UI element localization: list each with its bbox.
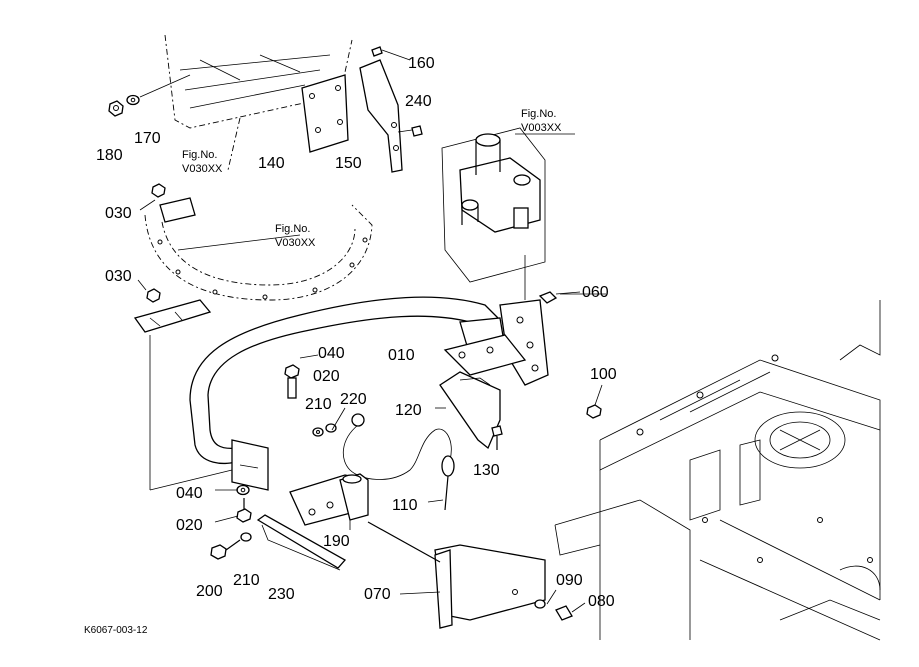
leader-lines xyxy=(137,199,606,613)
figure-ref-mid-line2: V030XX xyxy=(275,237,316,249)
drawing-code: K6067-003-12 xyxy=(84,625,148,636)
mower-deck xyxy=(554,300,881,641)
part-140-plate xyxy=(301,74,349,153)
bolt-020-lower xyxy=(236,498,252,523)
bolt-200 xyxy=(210,539,241,560)
part-150-bracket xyxy=(359,59,403,173)
washer-170 xyxy=(126,74,191,106)
part-120-bracket xyxy=(435,371,501,450)
callout-010: 010 xyxy=(388,347,415,364)
washer-220 xyxy=(325,423,337,433)
callout-110: 110 xyxy=(392,497,418,514)
callout-240: 240 xyxy=(405,93,432,110)
figure-ref-right-line2: V003XX xyxy=(521,122,562,134)
callout-220: 220 xyxy=(340,391,367,408)
callout-080: 080 xyxy=(588,593,615,610)
callout-160: 160 xyxy=(408,55,435,72)
callout-180: 180 xyxy=(96,147,123,164)
callout-130: 130 xyxy=(473,462,500,479)
washer-210-upper xyxy=(312,427,324,437)
callout-020-upper: 020 xyxy=(313,368,340,385)
callout-030-lower: 030 xyxy=(105,268,132,285)
bolt-080 xyxy=(555,605,573,621)
callout-090: 090 xyxy=(556,572,583,589)
callout-040-lower: 040 xyxy=(176,485,203,502)
figure-ref-top-line2: V030XX xyxy=(182,163,223,175)
callout-230: 230 xyxy=(268,586,295,603)
bolt-100 xyxy=(586,404,602,419)
figure-ref-right-line1: Fig.No. xyxy=(521,108,556,120)
callout-210-upper: 210 xyxy=(305,396,332,413)
callout-170: 170 xyxy=(134,130,161,147)
part-110-pin xyxy=(342,413,455,511)
callout-150: 150 xyxy=(335,155,362,172)
part-190-hinge xyxy=(289,473,369,530)
callout-190: 190 xyxy=(323,533,350,550)
washer-090 xyxy=(534,599,546,609)
figure-ref-top-line1: Fig.No. xyxy=(182,149,217,161)
nut-180 xyxy=(108,100,124,117)
reference-ring-mid xyxy=(144,204,373,301)
callout-120: 120 xyxy=(395,402,422,419)
figure-ref-mid-line1: Fig.No. xyxy=(275,223,310,235)
figure-ref-right: Fig.No. V003XX xyxy=(515,108,575,135)
reference-assembly-right xyxy=(441,127,546,300)
callout-020-lower: 020 xyxy=(176,517,203,534)
callout-040-upper: 040 xyxy=(318,345,345,362)
callout-140: 140 xyxy=(258,155,285,172)
bolt-160 xyxy=(371,46,411,61)
callout-070: 070 xyxy=(364,586,391,603)
bolt-240 xyxy=(397,125,423,137)
callout-060: 060 xyxy=(582,284,609,301)
part-230-plate xyxy=(256,514,347,571)
washer-210-lower xyxy=(240,532,252,542)
reference-assembly-top xyxy=(164,34,353,171)
bolt-130 xyxy=(491,425,503,450)
callout-210-lower: 210 xyxy=(233,572,260,589)
callouts: 160 240 180 170 140 150 030 030 060 010 … xyxy=(96,55,617,610)
callout-200: 200 xyxy=(196,583,223,600)
ring-bracket-left xyxy=(133,183,212,333)
figure-ref-top: Fig.No. V030XX xyxy=(182,149,223,175)
washer-040-lower xyxy=(236,484,250,496)
upper-mount-bracket xyxy=(443,299,549,386)
bolt-020-upper xyxy=(284,364,300,399)
callout-100: 100 xyxy=(590,366,617,383)
figure-ref-mid: Fig.No. V030XX xyxy=(275,223,316,249)
part-070-bracket xyxy=(367,521,546,629)
callout-030-upper: 030 xyxy=(105,205,132,222)
